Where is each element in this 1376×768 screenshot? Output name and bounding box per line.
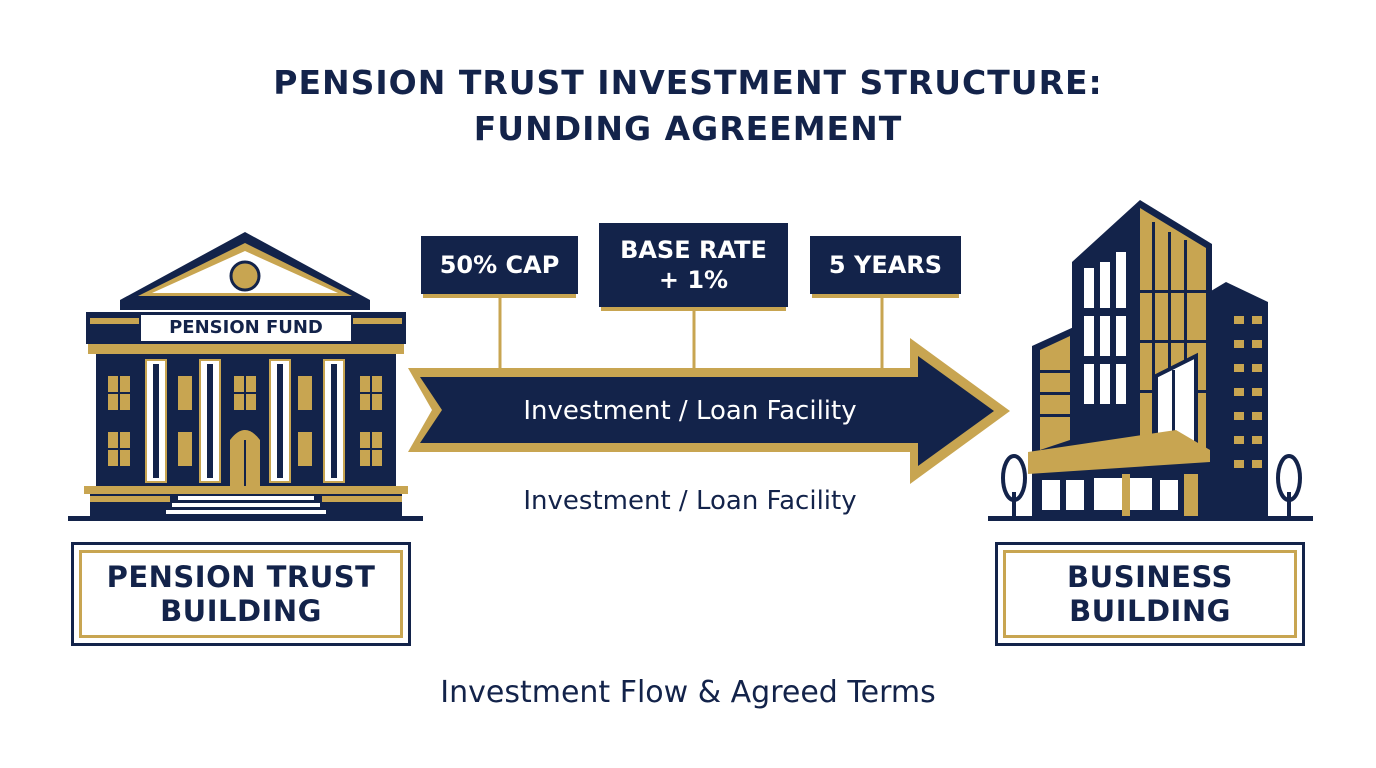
term-duration-label: 5 YEARS (828, 251, 943, 279)
pension-trust-label-line-1: PENSION TRUST (106, 560, 376, 594)
arrow-label: Investment / Loan Facility (523, 396, 857, 426)
business-building-label: BUSINESS BUILDING (995, 542, 1305, 646)
term-rate-label-line-2: + 1% (658, 266, 729, 294)
title-line-2: FUNDING AGREEMENT (473, 109, 903, 148)
term-box-rate: BASE RATE + 1% (599, 223, 788, 307)
term-rate-label-line-1: BASE RATE (620, 236, 767, 264)
term-connectors (498, 296, 884, 372)
pension-trust-label-frame: PENSION TRUST BUILDING (79, 550, 403, 638)
term-cap-label: 50% CAP (439, 251, 560, 279)
pension-trust-building-label: PENSION TRUST BUILDING (71, 542, 411, 646)
pension-trust-label-line-2: BUILDING (160, 594, 322, 628)
business-label-line-2: BUILDING (1069, 594, 1231, 628)
pension-fund-building-icon (68, 232, 423, 521)
below-arrow-label: Investment / Loan Facility (523, 486, 857, 516)
business-label-line-1: BUSINESS (1067, 560, 1233, 594)
title-line-1: PENSION TRUST INVESTMENT STRUCTURE: (273, 63, 1103, 102)
business-label-frame: BUSINESS BUILDING (1003, 550, 1297, 638)
business-building-icon (988, 200, 1313, 521)
investment-flow-arrow (408, 338, 1010, 484)
footer-caption: Investment Flow & Agreed Terms (440, 675, 936, 710)
pension-fund-sign: PENSION FUND (169, 317, 323, 338)
term-box-duration: 5 YEARS (810, 236, 961, 294)
diagram-title: PENSION TRUST INVESTMENT STRUCTURE: FUND… (0, 60, 1376, 152)
term-box-cap: 50% CAP (421, 236, 578, 294)
